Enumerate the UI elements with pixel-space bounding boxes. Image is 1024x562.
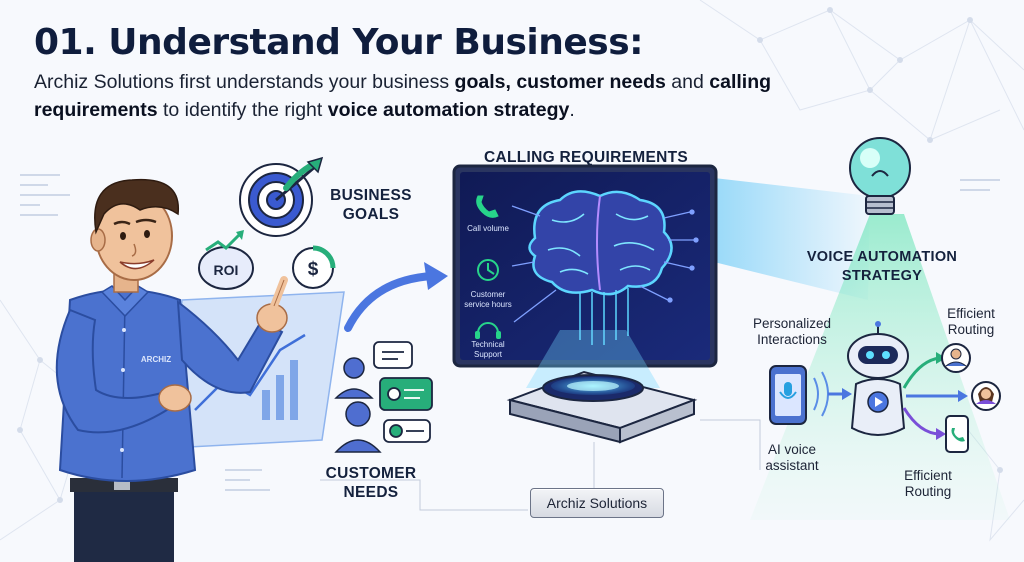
roi-badge-text: ROI [213, 262, 239, 278]
ai-voice-assistant-label: AI voice assistant [765, 442, 819, 473]
shirt-logo-text: ARCHIZ [140, 355, 172, 364]
personalized-interactions-label: Personalized Interactions [752, 316, 832, 347]
customer-needs-label: CUSTOMER NEEDS [325, 465, 417, 501]
voice-strategy-label: VOICE AUTOMATION STRATEGY [806, 249, 958, 284]
efficient-routing-top-label: Efficient Routing [947, 306, 995, 337]
calling-item-call-volume: Call volume [467, 224, 509, 233]
calling-item-technical-support: Technical Support [471, 340, 505, 359]
brand-tag: Archiz Solutions [530, 488, 664, 518]
calling-item-service-hours: Customer service hours [464, 290, 512, 309]
business-goals-label: BUSINESS GOALS [330, 187, 412, 223]
intro-text: Archiz Solutions first understands your … [34, 71, 772, 121]
page-title: 01. Understand Your Business: [34, 22, 644, 63]
efficient-routing-bottom-label: Efficient Routing [904, 468, 952, 499]
calling-requirements-label: CALLING REQUIREMENTS [483, 149, 689, 166]
